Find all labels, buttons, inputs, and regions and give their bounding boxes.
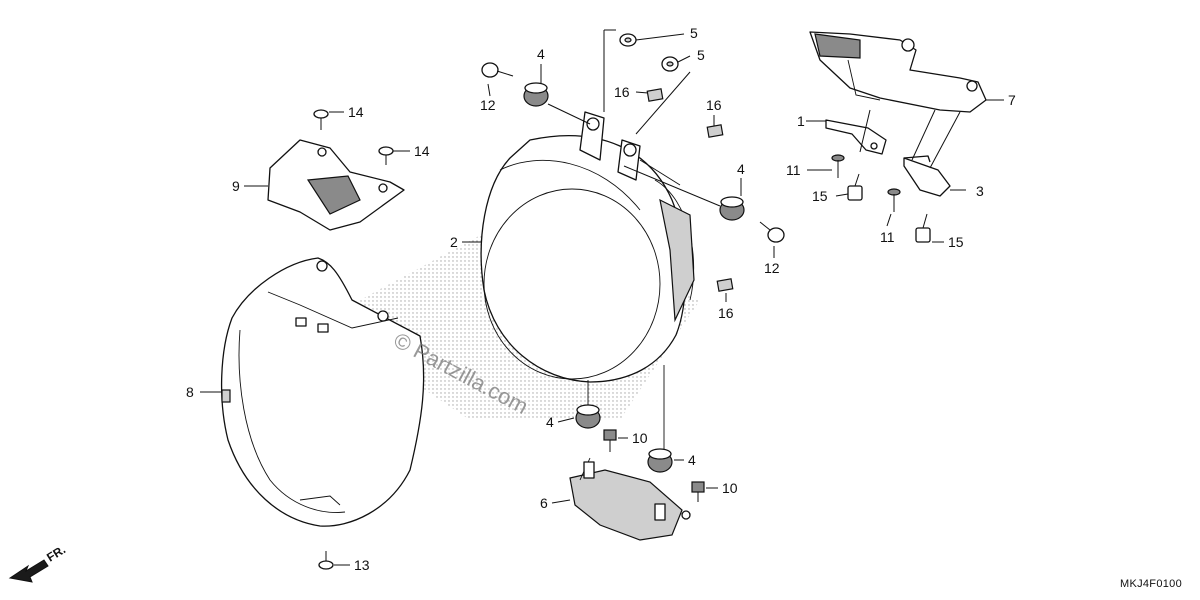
part-15-bolt-b bbox=[915, 213, 931, 243]
callout-16c: 16 bbox=[718, 305, 734, 321]
callout-15b: 15 bbox=[948, 234, 964, 250]
leader-lines bbox=[200, 29, 1004, 566]
part-5-collar-b bbox=[661, 56, 679, 72]
callout-2: 2 bbox=[450, 234, 458, 250]
callout-5b: 5 bbox=[697, 47, 705, 63]
part-16-clip-a bbox=[646, 88, 664, 102]
callout-8: 8 bbox=[186, 384, 194, 400]
part-7-headlight-stay bbox=[809, 31, 987, 113]
part-5-collar-a bbox=[619, 33, 637, 47]
callout-4d: 4 bbox=[688, 452, 696, 468]
callout-12a: 12 bbox=[480, 97, 496, 113]
callout-6: 6 bbox=[540, 495, 548, 511]
callout-10a: 10 bbox=[632, 430, 648, 446]
callout-12b: 12 bbox=[764, 260, 780, 276]
callout-16a: 16 bbox=[614, 84, 630, 100]
callout-3: 3 bbox=[976, 183, 984, 199]
part-14-screw-a bbox=[313, 109, 329, 130]
front-direction-arrow: FR. bbox=[8, 542, 68, 583]
part-9-cover bbox=[267, 139, 405, 231]
part-4-grommet-b bbox=[719, 196, 745, 221]
callout-5a: 5 bbox=[690, 25, 698, 41]
part-11-screw-b bbox=[887, 188, 901, 212]
part-16-clip-c bbox=[716, 278, 734, 292]
part-12-bolt-b bbox=[759, 221, 785, 243]
callout-10b: 10 bbox=[722, 480, 738, 496]
part-1-bracket bbox=[825, 119, 887, 155]
callout-4c: 4 bbox=[546, 414, 554, 430]
callout-14b: 14 bbox=[414, 143, 430, 159]
callout-15a: 15 bbox=[812, 188, 828, 204]
callout-1: 1 bbox=[797, 113, 805, 129]
part-12-bolt-a bbox=[481, 62, 514, 78]
part-8-headlight-rim bbox=[220, 257, 425, 527]
part-3-plate bbox=[903, 155, 951, 197]
part-14-screw-b bbox=[378, 146, 394, 165]
part-6-lower-cover bbox=[569, 457, 691, 541]
callout-7: 7 bbox=[1008, 92, 1016, 108]
part-13-screw bbox=[318, 551, 334, 570]
part-10-bolt-b bbox=[691, 481, 705, 502]
part-4-grommet-d bbox=[647, 448, 673, 473]
diagram-reference-code: MKJ4F0100 bbox=[1119, 578, 1182, 590]
callout-11a: 11 bbox=[786, 162, 801, 178]
callout-9: 9 bbox=[232, 178, 240, 194]
part-10-bolt-a bbox=[603, 429, 617, 452]
callout-4a: 4 bbox=[537, 46, 545, 62]
part-11-screw-a bbox=[831, 154, 845, 178]
callout-4b: 4 bbox=[737, 161, 745, 177]
part-16-clip-b bbox=[706, 124, 724, 138]
part-4-grommet-a bbox=[523, 82, 549, 107]
part-15-bolt-a bbox=[847, 173, 863, 201]
callout-16b: 16 bbox=[706, 97, 722, 113]
part-4-grommet-c bbox=[575, 404, 601, 429]
callout-14a: 14 bbox=[348, 104, 364, 120]
callout-labels: 1 2 3 4 4 4 4 5 5 6 7 8 9 10 10 11 11 12… bbox=[186, 25, 1016, 573]
callout-13: 13 bbox=[354, 557, 370, 573]
front-direction-label: FR. bbox=[44, 542, 68, 564]
part-2-headlight-unit bbox=[480, 111, 695, 455]
callout-11b: 11 bbox=[880, 229, 895, 245]
